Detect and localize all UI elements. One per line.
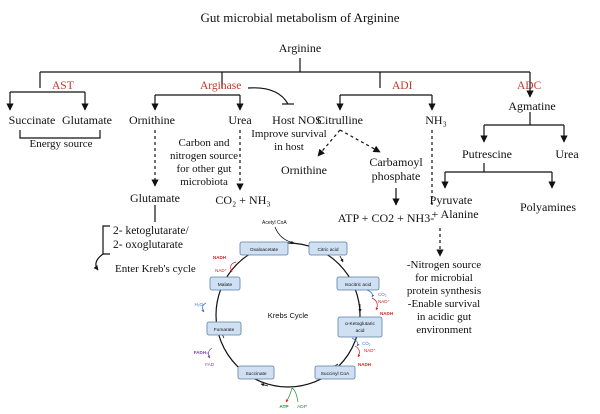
polyamines-label: Polyamines bbox=[520, 200, 576, 214]
energy-source-note: Energy source bbox=[29, 138, 92, 150]
adc-branch-lines bbox=[441, 88, 568, 189]
carbon-note-3: for other gut bbox=[177, 163, 232, 175]
pyruvate-label-2: + Alanine bbox=[431, 207, 478, 221]
ornithine-label: Ornithine bbox=[129, 113, 175, 127]
nadh-label-2: NADH bbox=[380, 311, 393, 316]
nitrogen-note-2: for microbial bbox=[415, 272, 473, 284]
nitrogen-note-5: in acidic gut bbox=[417, 311, 471, 323]
main-branch-lines bbox=[39, 58, 531, 88]
ketoglutarate-label-2: 2- oxoglutarate bbox=[113, 239, 183, 251]
diagram-title: Gut microbial metabolism of Arginine bbox=[200, 10, 399, 25]
nadh-label-3: NADH bbox=[358, 362, 371, 367]
succinate-box-label: Succinate bbox=[245, 371, 266, 377]
cofactor-arrows bbox=[201, 261, 379, 403]
carbon-note-1: Carbon and bbox=[178, 137, 230, 149]
enzyme-adi: ADI bbox=[392, 80, 413, 92]
carbamoyl-label-2: phosphate bbox=[372, 169, 421, 183]
enter-krebs-label: Enter Kreb's cycle bbox=[115, 263, 196, 275]
fadh2-label: FADH₂ bbox=[194, 350, 208, 355]
nitrogen-note-3: protein synthesis bbox=[407, 285, 481, 297]
nitrogen-note-1: -Nitrogen source bbox=[407, 259, 481, 271]
pyruvate-label-1: Pyruvate bbox=[430, 193, 473, 207]
citrulline-label: Citrulline bbox=[317, 113, 363, 127]
nad-label-1: NAD⁺ bbox=[215, 268, 228, 273]
atp-products-label: ATP + CO2 + NH3- bbox=[338, 211, 434, 225]
enzyme-adc: ADC bbox=[517, 80, 542, 92]
ketoglutaric-label-2: acid bbox=[356, 328, 365, 334]
arginine-label: Arginine bbox=[279, 41, 321, 55]
box-oxaloacetate: Oxaloacetate bbox=[239, 241, 289, 256]
fad-label: FAD bbox=[205, 362, 215, 367]
box-isocitric-acid: Isocitric acid bbox=[336, 276, 380, 291]
isocitric-acid-label: Isocitric acid bbox=[345, 282, 372, 288]
box-ketoglutaric-acid: α-Ketoglutaric acid bbox=[337, 316, 383, 338]
oxaloacetate-label: Oxaloacetate bbox=[250, 247, 279, 253]
adi-branch-lines bbox=[317, 94, 444, 257]
nitrogen-note-4: -Enable survival bbox=[408, 298, 480, 310]
krebs-cycle: Krebs Cycle Acetyl CoA Oxaloacetate Citr… bbox=[194, 220, 393, 410]
box-malate: Malate bbox=[209, 276, 241, 291]
co2-nh3-label: CO₂ + NH₃ bbox=[215, 193, 270, 207]
carbamoyl-label-1: Carbamoyl bbox=[369, 155, 423, 169]
enzyme-ast: AST bbox=[52, 80, 74, 92]
host-survival-note-1: Improve survival bbox=[251, 128, 326, 140]
box-succinate: Succinate bbox=[237, 365, 275, 380]
nad-label-3: NAD⁺ bbox=[364, 348, 377, 353]
host-survival-note-2: in host bbox=[274, 141, 304, 153]
box-citric-acid: Citric acid bbox=[308, 241, 348, 256]
nh3-label: NH₃ bbox=[425, 113, 447, 127]
adi-ornithine-label: Ornithine bbox=[281, 163, 327, 177]
nadh-label-1: NADH bbox=[213, 255, 226, 260]
ketoglutarate-label-1: 2- ketoglutarate/ bbox=[113, 225, 189, 237]
carbon-note-4: microbiota bbox=[180, 176, 228, 188]
nad-label-2: NAD⁺ bbox=[378, 299, 391, 304]
host-nos-label: Host NOS bbox=[272, 113, 322, 127]
fumarate-label: Fumarate bbox=[214, 327, 235, 333]
succinate-label: Succinate bbox=[9, 113, 56, 127]
adc-urea-label: Urea bbox=[555, 147, 579, 161]
citric-acid-label: Citric acid bbox=[317, 247, 338, 253]
carbon-note-2: nitrogen source bbox=[170, 150, 238, 162]
box-succinyl-coa: Succinyl CoA bbox=[314, 365, 356, 380]
adp-label: ADP bbox=[297, 404, 307, 410]
agmatine-label: Agmatine bbox=[508, 99, 555, 113]
arginase-branch-lines bbox=[93, 87, 294, 271]
krebs-cycle-label: Krebs Cycle bbox=[268, 311, 308, 320]
glutamate-product-label: Glutamate bbox=[130, 191, 180, 205]
ast-branch-lines bbox=[6, 91, 101, 139]
putrescine-label: Putrescine bbox=[462, 147, 512, 161]
co2-label-1: CO₂ bbox=[378, 292, 387, 297]
succinyl-coa-label: Succinyl CoA bbox=[321, 371, 350, 377]
co2-label-2: CO₂ bbox=[362, 341, 371, 346]
h2o-label: H₂O bbox=[195, 302, 204, 307]
acetyl-coa-label: Acetyl CoA bbox=[262, 220, 287, 226]
box-fumarate: Fumarate bbox=[206, 321, 242, 336]
malate-label: Malate bbox=[218, 282, 233, 288]
acetyl-coa-arrow bbox=[274, 226, 295, 244]
glutamate-label: Glutamate bbox=[62, 113, 112, 127]
nitrogen-note-6: environment bbox=[416, 324, 472, 336]
ketoglutaric-label-1: α-Ketoglutaric bbox=[345, 321, 375, 327]
atp-label: ATP bbox=[279, 404, 289, 410]
enzyme-arginase: Arginase bbox=[200, 80, 241, 92]
urea-label: Urea bbox=[228, 113, 252, 127]
